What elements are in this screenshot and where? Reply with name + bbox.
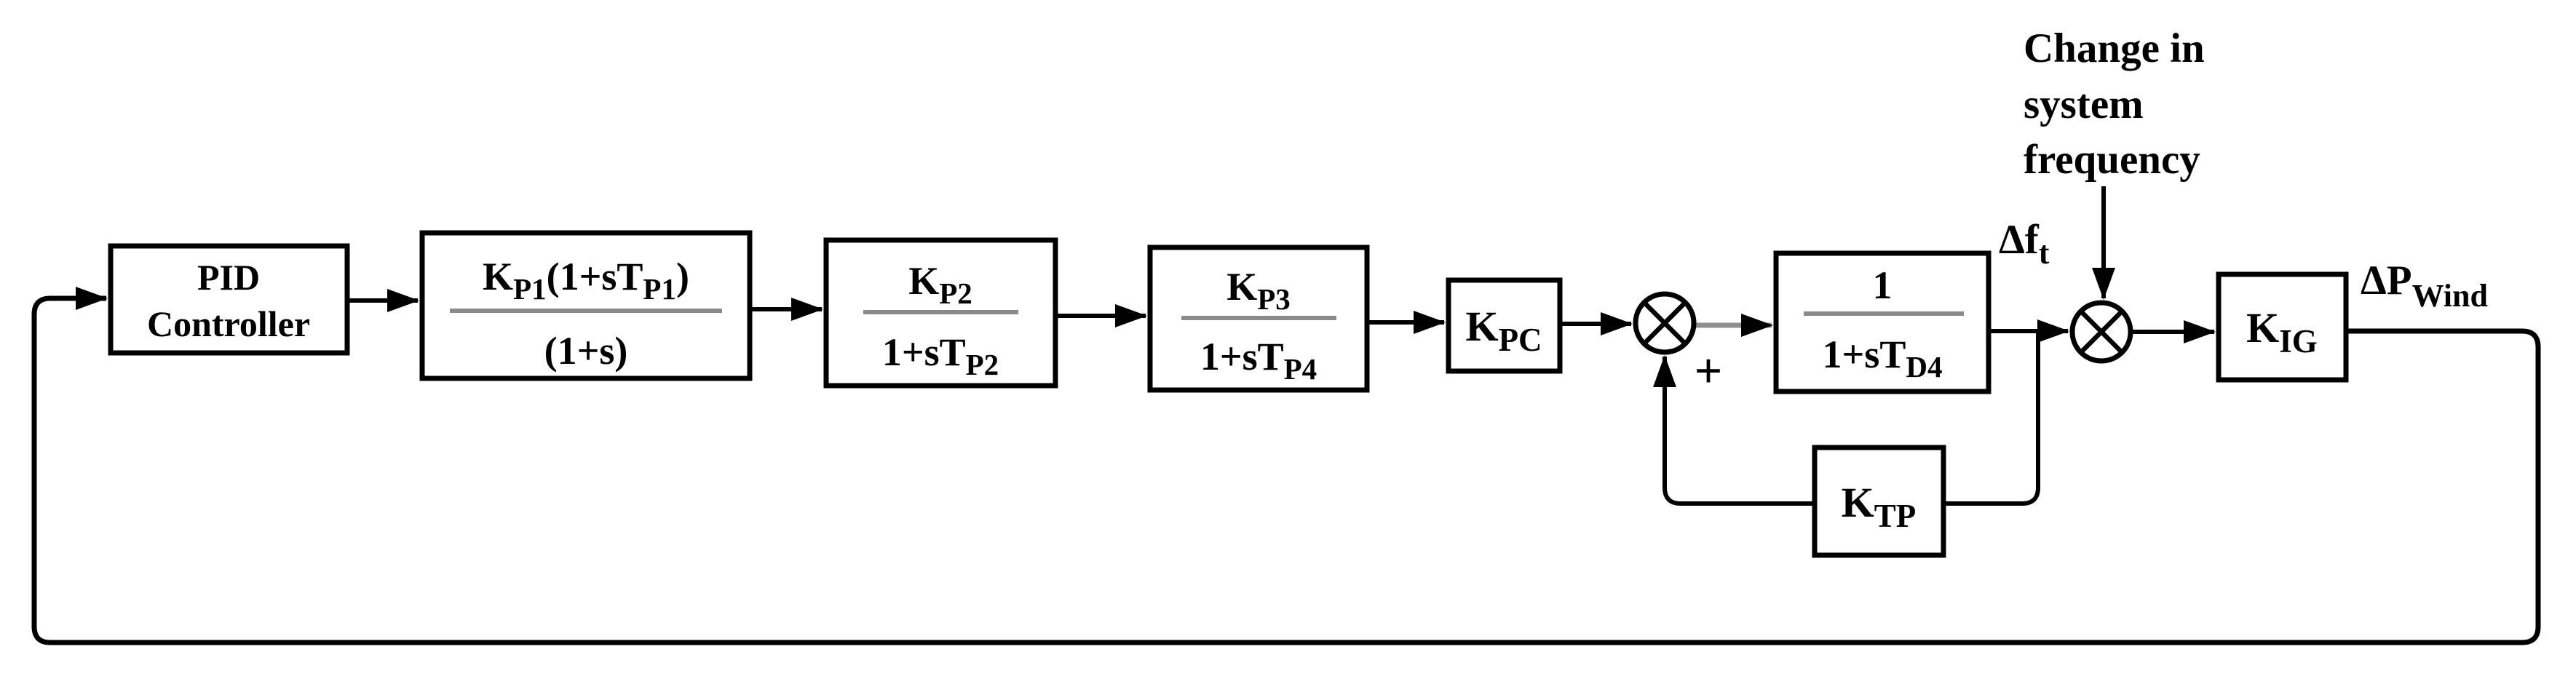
kp1-num-main: K: [483, 255, 513, 298]
signal-label-delta-ft: Δft: [1999, 217, 2050, 271]
kp1-num-mid: (1+sT: [547, 255, 643, 298]
kpc-sub: PC: [1499, 322, 1542, 358]
kp1-box: [419, 230, 753, 381]
delta-ft-main: Δf: [1999, 217, 2040, 263]
sum2-cross-b: [2079, 309, 2124, 354]
kig-sub: IG: [2279, 323, 2318, 359]
pid-label-line2: Controller: [147, 303, 310, 344]
annotation-line1: Change in: [2024, 25, 2205, 71]
td4-numerator: 1: [1873, 263, 1893, 307]
annotation-change-in-system-frequency: Change in system frequency: [2024, 25, 2205, 183]
block-kp1-lead-lag: KP1(1+sTP1) (1+s): [419, 230, 753, 381]
kpc-main: K: [1465, 303, 1498, 350]
kp3-numerator: KP3: [1226, 265, 1291, 316]
pid-label-line1: PID: [197, 257, 260, 298]
ktp-main: K: [1842, 479, 1874, 526]
ktp-sub: TP: [1874, 498, 1917, 534]
kpc-label: KPC: [1465, 303, 1542, 358]
delta-ft-sub: t: [2039, 235, 2050, 271]
kp1-num-sub1: P1: [513, 272, 547, 306]
kp3-den-main: 1+sT: [1200, 335, 1284, 378]
kp3-num-sub: P3: [1257, 282, 1291, 316]
block-kp2-lag: KP2 1+sTP2: [823, 237, 1058, 389]
kp2-denominator: 1+sTP2: [882, 330, 999, 381]
block-pid-controller: PID Controller: [108, 243, 350, 356]
kp2-den-sub: P2: [966, 348, 999, 381]
kig-main: K: [2246, 304, 2279, 351]
signal-label-delta-p-wind: ΔPWind: [2361, 258, 2488, 314]
kp3-den-sub: P4: [1284, 352, 1317, 386]
kig-box: [2216, 271, 2349, 383]
ktp-label: KTP: [1842, 479, 1917, 534]
delta-p-wind-main: ΔP: [2361, 258, 2412, 303]
block-kig-gain: KIG: [2216, 271, 2349, 383]
annotation-line3: frequency: [2024, 137, 2200, 183]
kp1-denominator: (1+s): [544, 329, 628, 373]
wire-takeoff-to-ktp: [1945, 331, 2040, 506]
kp1-num-close: ): [676, 255, 689, 298]
td4-den-sub: D4: [1906, 350, 1942, 383]
ktp-box: [1812, 445, 1946, 558]
kp1-num-sub2: P1: [643, 272, 676, 306]
block-kp3-lag: KP3 1+sTP4: [1147, 244, 1370, 393]
block-kpc-gain: KPC: [1446, 277, 1563, 374]
kp2-num-main: K: [908, 259, 939, 303]
sum1-plus-sign: +: [1695, 343, 1723, 398]
kp1-numerator: KP1(1+sTP1): [483, 255, 689, 306]
td4-box: [1773, 250, 1992, 394]
wire-ktp-to-sum1: [1653, 355, 1815, 506]
td4-den-main: 1+sT: [1823, 333, 1906, 376]
block-td4-lag: 1 1+sTD4: [1773, 250, 1992, 394]
kp2-den-main: 1+sT: [882, 330, 966, 374]
kp2-numerator: KP2: [908, 259, 972, 310]
td4-denominator: 1+sTD4: [1823, 333, 1943, 383]
summing-junction-2: [2069, 300, 2133, 364]
kp3-num-main: K: [1226, 265, 1257, 309]
kp2-num-sub: P2: [939, 277, 972, 310]
block-ktp-gain: KTP: [1812, 445, 1946, 558]
kig-label: KIG: [2246, 304, 2318, 359]
kp3-denominator: 1+sTP4: [1200, 335, 1317, 386]
pid-box: [108, 243, 350, 356]
summing-junction-1: +: [1633, 291, 1723, 398]
kpc-box: [1446, 277, 1563, 374]
outer-feedback-loop-wire: [31, 287, 2541, 645]
delta-p-wind-sub: Wind: [2412, 278, 2488, 314]
annotation-line2: system: [2024, 81, 2144, 127]
sum1-cross-b: [1642, 301, 1687, 346]
